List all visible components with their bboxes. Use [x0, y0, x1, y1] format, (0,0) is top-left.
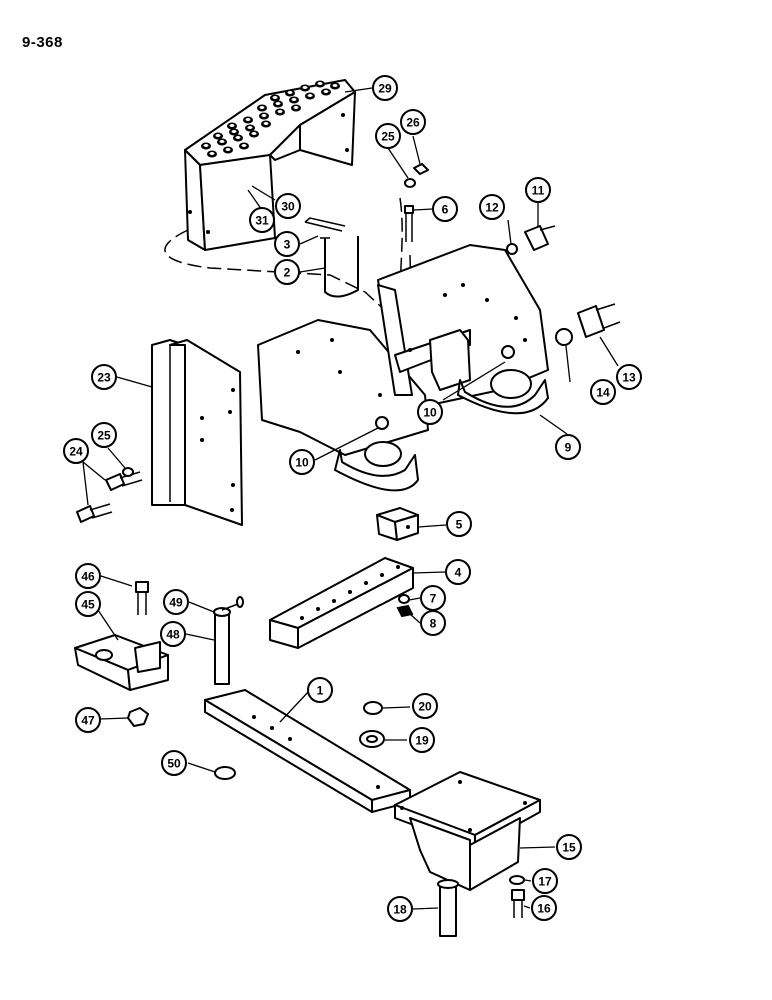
callout-23: 23 [91, 364, 117, 390]
plate-part-4 [269, 557, 414, 649]
callout-label: 8 [430, 617, 437, 631]
drawbar-part-1 [204, 689, 411, 813]
ubolt-part-2 [304, 217, 359, 298]
callout-31: 31 [249, 207, 275, 233]
callout-24: 24 [63, 438, 89, 464]
callout-7: 7 [420, 585, 446, 611]
pin-part-48 [213, 596, 244, 685]
callout-label: 13 [622, 371, 636, 385]
callout-49: 49 [163, 589, 189, 615]
callout-label: 25 [97, 429, 111, 443]
callout-label: 31 [255, 214, 269, 228]
callout-label: 17 [538, 875, 552, 889]
callout-label: 2 [284, 266, 291, 280]
callout-29: 29 [372, 75, 398, 101]
callout-label: 23 [97, 371, 111, 385]
housing-part-15 [394, 771, 541, 891]
callout-50: 50 [161, 750, 187, 776]
callout-label: 15 [562, 841, 576, 855]
callout-45: 45 [75, 591, 101, 617]
callout-label: 48 [166, 628, 180, 642]
callout-label: 10 [295, 456, 309, 470]
callout-11: 11 [525, 177, 551, 203]
callout-label: 29 [378, 82, 392, 96]
callout-18: 18 [387, 896, 413, 922]
bolts-part-24 [76, 467, 143, 523]
callout-30: 30 [275, 193, 301, 219]
callout-14: 14 [590, 379, 616, 405]
callout-label: 49 [169, 596, 183, 610]
callout-label: 18 [393, 903, 407, 917]
callout-label: 19 [415, 734, 429, 748]
channel-part-23 [151, 339, 243, 526]
page-number: 9-368 [22, 34, 63, 51]
callout-8: 8 [420, 610, 446, 636]
callout-label: 50 [167, 757, 181, 771]
callout-9: 9 [555, 434, 581, 460]
callout-label: 6 [442, 203, 449, 217]
callout-6: 6 [432, 196, 458, 222]
block-part-5 [376, 507, 419, 541]
clevis-part-45 [74, 581, 169, 727]
callout-10: 10 [289, 449, 315, 475]
callout-label: 11 [532, 184, 545, 198]
callout-label: 24 [69, 445, 83, 459]
callout-label: 12 [485, 201, 499, 215]
callout-label: 7 [430, 592, 437, 606]
callout-12: 12 [479, 194, 505, 220]
callout-47: 47 [75, 707, 101, 733]
callout-label: 3 [284, 238, 291, 252]
callout-46: 46 [75, 563, 101, 589]
callout-1: 1 [307, 677, 333, 703]
callout-label: 9 [565, 441, 572, 455]
callout-label: 26 [406, 116, 420, 130]
callout-15: 15 [556, 834, 582, 860]
callout-label: 45 [81, 598, 95, 612]
callout-4: 4 [445, 559, 471, 585]
callout-17: 17 [532, 868, 558, 894]
callout-label: 10 [423, 406, 437, 420]
callout-26: 26 [400, 109, 426, 135]
callout-2: 2 [274, 259, 300, 285]
callout-label: 14 [596, 386, 610, 400]
callout-label: 20 [418, 700, 432, 714]
callout-25: 25 [91, 422, 117, 448]
callout-label: 30 [281, 200, 295, 214]
hardware-bottom [437, 875, 525, 937]
callout-16: 16 [531, 895, 557, 921]
callout-label: 25 [381, 130, 395, 144]
callout-label: 46 [81, 570, 95, 584]
callout-label: 16 [537, 902, 551, 916]
callout-25: 25 [375, 123, 401, 149]
shield-part-29 [184, 79, 356, 251]
callout-5: 5 [446, 511, 472, 537]
callout-19: 19 [409, 727, 435, 753]
callout-label: 4 [455, 566, 462, 580]
callout-48: 48 [160, 621, 186, 647]
callout-10: 10 [417, 399, 443, 425]
callout-13: 13 [616, 364, 642, 390]
callout-label: 47 [81, 714, 95, 728]
callout-label: 1 [317, 684, 324, 698]
hardware-top [404, 163, 621, 346]
callout-label: 5 [456, 518, 463, 532]
hitch-frame [257, 244, 549, 492]
callout-3: 3 [274, 231, 300, 257]
callout-20: 20 [412, 693, 438, 719]
